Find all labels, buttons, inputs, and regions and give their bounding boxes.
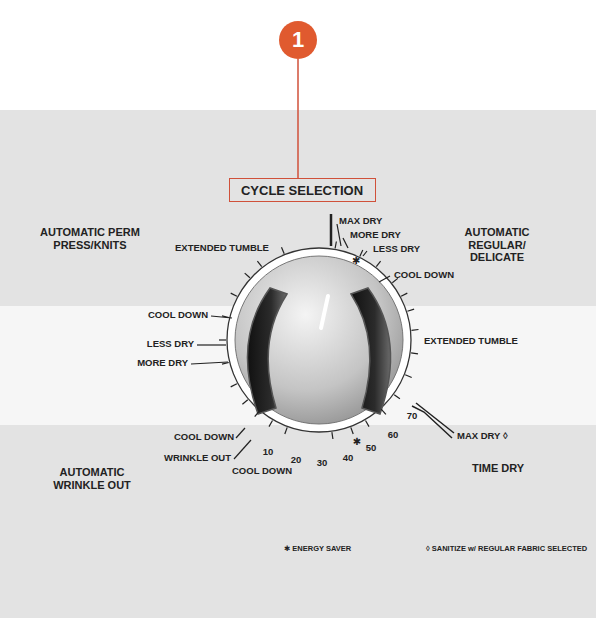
dial-tick bbox=[282, 247, 285, 254]
dial-tick bbox=[269, 421, 273, 427]
knob bbox=[235, 256, 403, 424]
dial-tick bbox=[231, 293, 237, 296]
dial-tick bbox=[332, 432, 333, 439]
dial-ring bbox=[227, 248, 411, 432]
knob-grip bbox=[247, 288, 287, 414]
dial-tick bbox=[407, 309, 414, 311]
time-number: 40 bbox=[338, 453, 358, 464]
setting-label: MORE DRY bbox=[137, 358, 188, 369]
dial-tick bbox=[401, 293, 407, 296]
setting-label: MAX DRY ◊ bbox=[457, 431, 508, 442]
dial-tick bbox=[376, 261, 380, 267]
box-label: CYCLE SELECTION bbox=[241, 183, 363, 198]
dial-tick bbox=[242, 400, 247, 405]
dial-tick bbox=[335, 242, 336, 249]
dial-tick bbox=[222, 363, 229, 365]
knob-grip bbox=[351, 288, 391, 414]
setting-label: COOL DOWN bbox=[148, 310, 208, 321]
time-number: 20 bbox=[286, 455, 306, 466]
setting-label: COOL DOWN bbox=[174, 432, 234, 443]
dial-ticks bbox=[219, 242, 419, 440]
footnote: ◊ SANITIZE w/ REGULAR FABRIC SELECTED bbox=[426, 545, 587, 554]
time-number: 70 bbox=[402, 411, 422, 422]
knob-pointer bbox=[321, 296, 328, 328]
cycle-heading: AUTOMATIC PERM PRESS/KNITS bbox=[25, 226, 155, 251]
time-number: 10 bbox=[258, 447, 278, 458]
setting-label: WRINKLE OUT bbox=[164, 453, 231, 464]
dial-tick bbox=[257, 261, 261, 267]
callout-number: 1 bbox=[279, 21, 317, 59]
dial-tick bbox=[222, 316, 229, 318]
setting-label: COOL DOWN bbox=[232, 466, 292, 477]
setting-label: MAX DRY bbox=[339, 216, 382, 227]
dial-tick bbox=[381, 409, 386, 414]
dial-tick bbox=[351, 427, 353, 434]
label-box: CYCLE SELECTION bbox=[229, 178, 376, 202]
cycle-heading: AUTOMATIC WRINKLE OUT bbox=[37, 466, 147, 491]
energy-mark: ✱ bbox=[352, 255, 360, 267]
setting-label: EXTENDED TUMBLE bbox=[424, 336, 518, 347]
callout-leader bbox=[297, 59, 299, 178]
dial-tick bbox=[412, 329, 419, 331]
footnote: ✱ ENERGY SAVER bbox=[284, 545, 351, 554]
setting-label: MORE DRY bbox=[350, 230, 401, 241]
callout-text: 1 bbox=[292, 27, 304, 53]
time-number: 50 bbox=[361, 443, 381, 454]
cycle-heading: AUTOMATIC REGULAR/ DELICATE bbox=[447, 226, 547, 264]
setting-label: LESS DRY bbox=[373, 244, 420, 255]
energy-mark: ✱ bbox=[350, 436, 364, 448]
time-number: 30 bbox=[312, 458, 332, 469]
dial-tick bbox=[245, 273, 250, 278]
panel-band bbox=[0, 425, 596, 618]
time-number: 60 bbox=[383, 430, 403, 441]
dial-tick bbox=[231, 384, 237, 387]
setting-label: COOL DOWN bbox=[394, 270, 454, 281]
dial-tick bbox=[411, 353, 418, 354]
cycle-heading: TIME DRY bbox=[472, 462, 524, 475]
setting-label: EXTENDED TUMBLE bbox=[175, 243, 269, 254]
dial-tick bbox=[255, 411, 260, 416]
dial-tick bbox=[219, 339, 226, 340]
dial-tick bbox=[285, 427, 287, 434]
dial-tick bbox=[405, 375, 412, 378]
dial-tick bbox=[394, 395, 400, 399]
dial-tick bbox=[366, 421, 370, 427]
setting-label: LESS DRY bbox=[147, 339, 194, 350]
